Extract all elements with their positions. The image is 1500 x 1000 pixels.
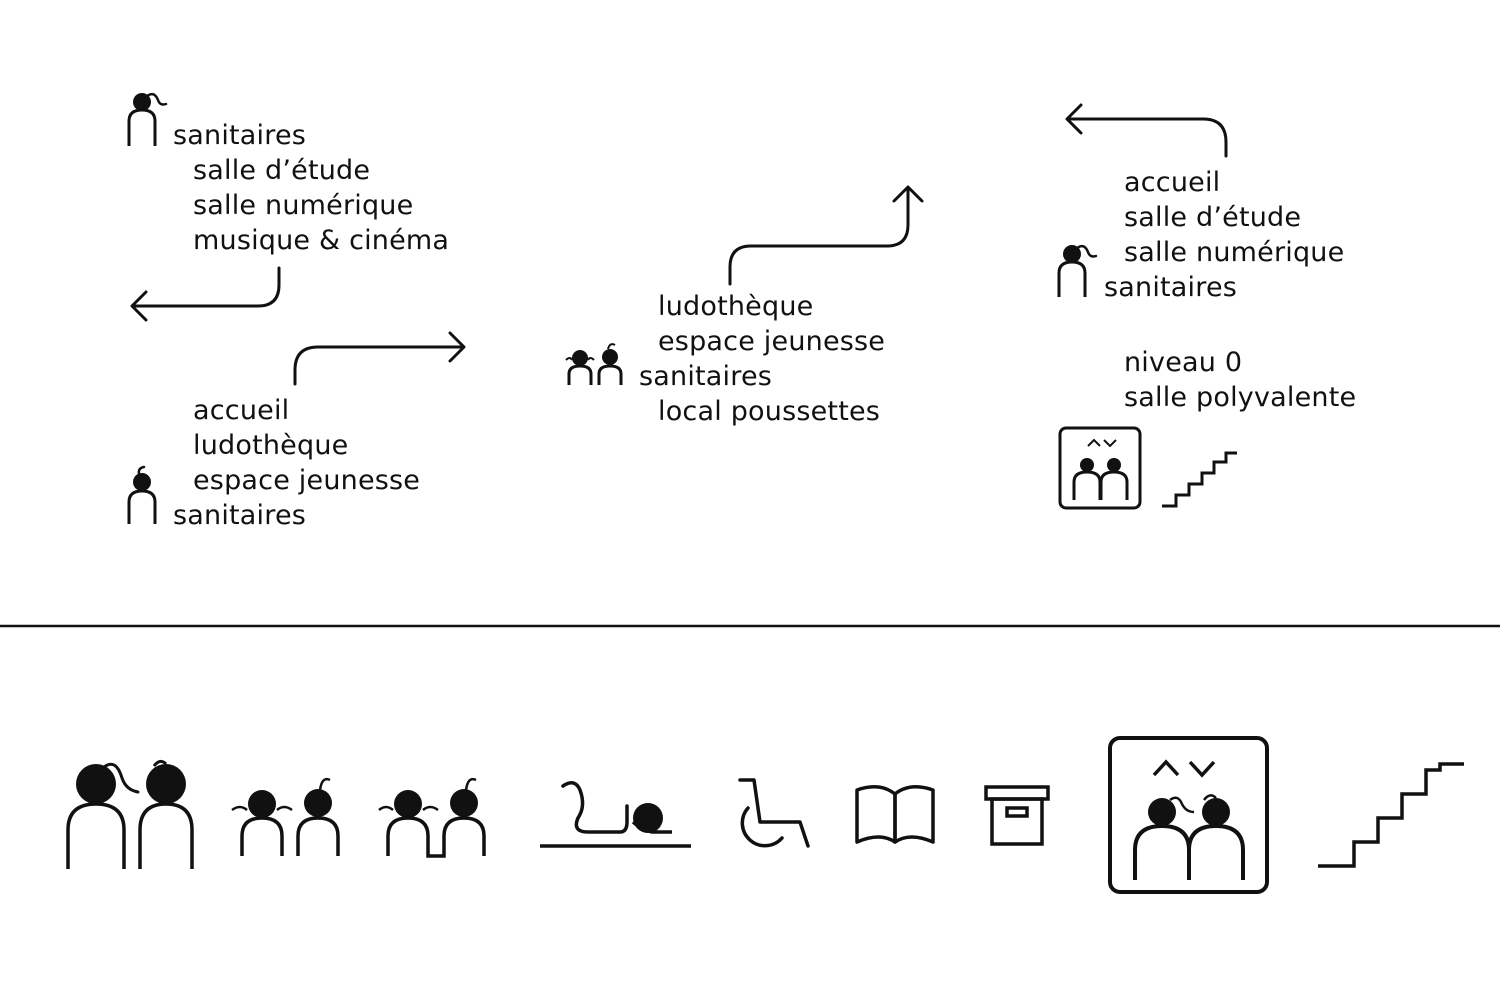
sign-line: ludothèque	[193, 430, 349, 461]
sign-line: salle numérique	[1124, 237, 1345, 268]
stairs-icon	[1162, 451, 1237, 508]
sign-line: musique & cinéma	[193, 225, 450, 256]
sign-line: sanitaires	[1104, 272, 1238, 303]
book-icon	[855, 785, 935, 844]
arrow-left-icon	[130, 266, 281, 322]
toilets-children-icon	[231, 777, 340, 856]
toilets-adult-icon	[127, 92, 168, 146]
archive-box-icon	[984, 785, 1050, 846]
arrow-left-icon	[1065, 103, 1228, 158]
elevator-icon	[1058, 426, 1142, 510]
sign-line: salle polyvalente	[1124, 382, 1357, 413]
stairs-icon	[1318, 762, 1464, 868]
toilets-adult-icon	[66, 759, 194, 869]
wheelchair-icon	[738, 778, 810, 848]
sign-line: sanitaires	[173, 120, 307, 151]
elevator-icon	[1108, 736, 1269, 894]
sign-line: sanitaires	[173, 500, 307, 531]
sign-line: salle d’étude	[193, 155, 371, 186]
sign-line: espace jeunesse	[658, 326, 886, 357]
sign-line: espace jeunesse	[193, 465, 421, 496]
sign-line: salle d’étude	[1124, 202, 1302, 233]
sign-line: sanitaires	[639, 361, 773, 392]
sign-line: accueil	[193, 395, 290, 426]
toilets-adult-icon	[1057, 244, 1098, 297]
arrow-up-icon	[728, 185, 924, 286]
toilets-children-icon	[565, 343, 623, 385]
toilets-child-icon	[127, 465, 157, 524]
arrow-right-icon	[293, 331, 466, 386]
toilets-children-alt-icon	[378, 777, 486, 858]
sign-line: niveau 0	[1124, 347, 1243, 378]
sign-line: accueil	[1124, 167, 1221, 198]
sign-line: salle numérique	[193, 190, 414, 221]
sign-line: ludothèque	[658, 291, 814, 322]
stroller-parking-icon	[540, 781, 691, 848]
sign-line: local poussettes	[658, 396, 881, 427]
